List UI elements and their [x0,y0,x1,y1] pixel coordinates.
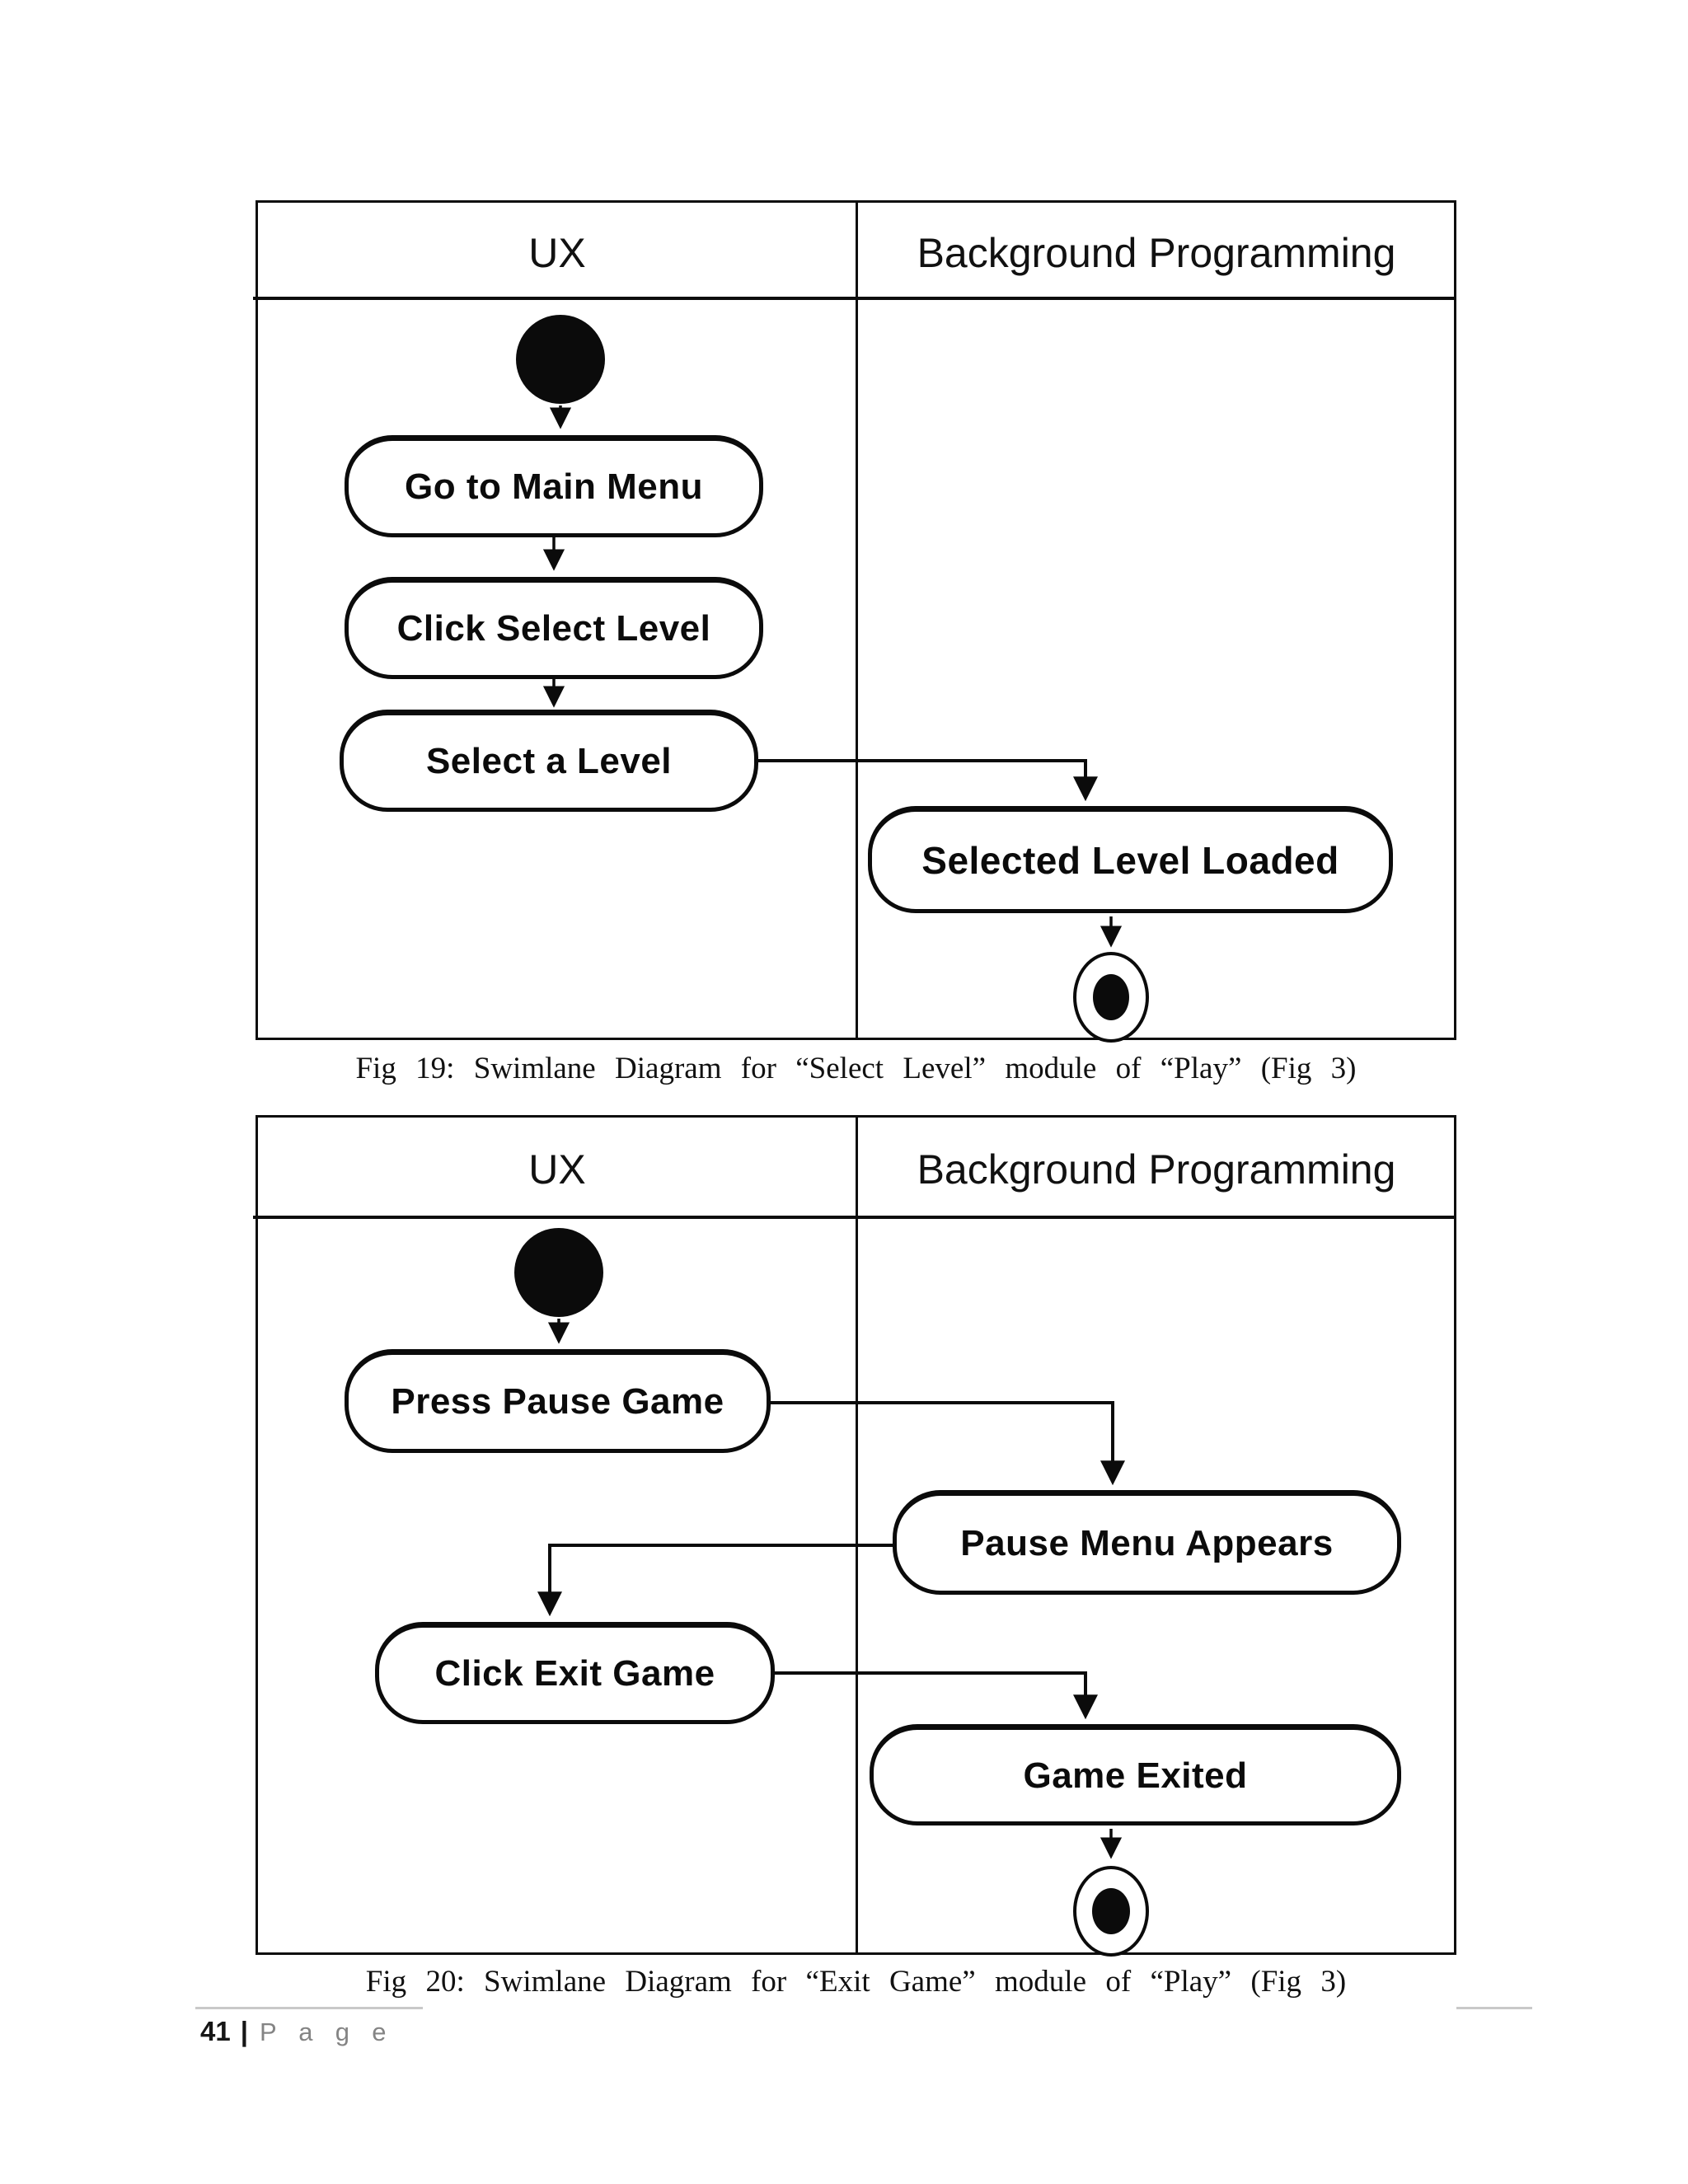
header-divider [253,1216,1454,1219]
activity-click-select-level: Click Select Level [345,577,763,679]
figure-caption-fig19: Fig 19: Swimlane Diagram for “Select Lev… [355,1052,1357,1085]
activity-select-a-level: Select a Level [340,710,758,812]
footer-page-word: P a g e [259,2018,394,2046]
swimlane-diagram-select-level: UX Background Programming Go to Main Men… [253,200,1456,1040]
lane-header-ux: UX [528,230,586,276]
lane-header-background-programming: Background Programming [917,1146,1396,1193]
footer-separator: | [240,2016,248,2046]
footer-rule-left [195,2007,423,2009]
lane-divider [856,203,858,1038]
activity-selected-level-loaded: Selected Level Loaded [868,806,1393,913]
page-footer: 41 | P a g e [200,2016,394,2047]
figure-caption-fig20: Fig 20: Swimlane Diagram for “Exit Game”… [365,1965,1347,1999]
lane-header-background-programming: Background Programming [917,230,1396,276]
activity-game-exited: Game Exited [870,1724,1401,1825]
activity-go-to-main-menu: Go to Main Menu [345,435,763,537]
lane-header-ux: UX [528,1146,586,1193]
activity-press-pause-game: Press Pause Game [345,1349,771,1453]
activity-pause-menu-appears: Pause Menu Appears [893,1490,1401,1595]
swimlane-diagram-exit-game: UX Background Programming Press Pause Ga… [253,1115,1456,1955]
activity-click-exit-game: Click Exit Game [375,1622,775,1724]
page-number: 41 [200,2016,231,2046]
footer-rule-right [1456,2007,1532,2009]
header-divider [253,297,1454,300]
lane-divider [856,1118,858,1952]
